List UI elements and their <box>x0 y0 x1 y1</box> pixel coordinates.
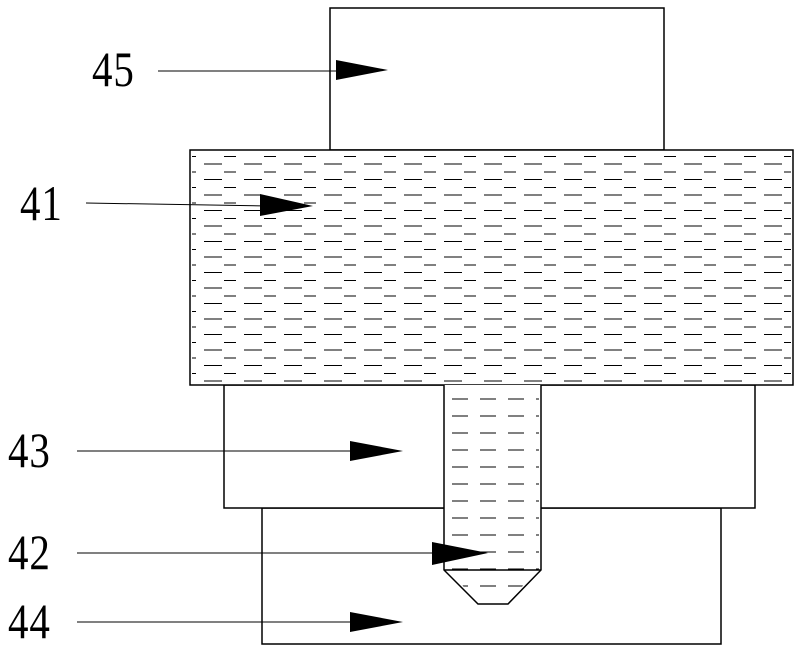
label-41: 41 <box>20 178 63 228</box>
part-45-top-block <box>330 8 664 150</box>
leader-44 <box>77 612 403 632</box>
leader-42 <box>77 542 488 565</box>
part-41-liquid-fill <box>192 152 791 383</box>
label-43: 43 <box>8 425 51 475</box>
arrowhead-44 <box>350 612 403 632</box>
label-45: 45 <box>92 44 135 94</box>
leader-45 <box>158 60 388 80</box>
arrowhead-45 <box>336 60 388 80</box>
label-42: 42 <box>8 527 51 577</box>
label-44: 44 <box>8 596 51 646</box>
